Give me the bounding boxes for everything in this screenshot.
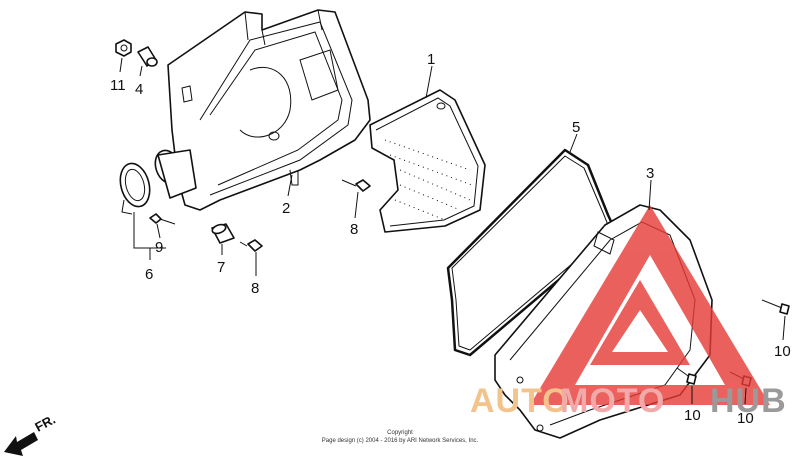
callout-8-upper: 8 bbox=[350, 221, 358, 238]
collar-7 bbox=[211, 223, 235, 244]
callout-2: 2 bbox=[282, 200, 290, 217]
intake-duct bbox=[119, 149, 197, 215]
callout-6: 6 bbox=[145, 266, 153, 283]
leader-lines bbox=[119, 57, 786, 405]
filter-element bbox=[369, 89, 486, 233]
bolt-9 bbox=[149, 213, 176, 225]
air-cleaner-case bbox=[167, 9, 371, 211]
bolt-8-upper bbox=[341, 179, 371, 192]
watermark-text-auto: AUTO bbox=[470, 382, 570, 420]
callout-7: 7 bbox=[217, 259, 225, 276]
watermark-text-moto: MOTO bbox=[560, 382, 665, 420]
copyright-line-1: Copyright bbox=[387, 430, 413, 436]
screw-10-left bbox=[676, 367, 697, 385]
nut-11 bbox=[115, 39, 132, 57]
front-direction-label: FR. bbox=[32, 412, 58, 435]
callout-10-left: 10 bbox=[684, 407, 701, 424]
callout-1: 1 bbox=[427, 51, 435, 68]
front-direction-arrow bbox=[4, 432, 38, 456]
callout-8-lower: 8 bbox=[251, 280, 259, 297]
bolt-8-lower bbox=[239, 239, 263, 252]
callout-10-right: 10 bbox=[774, 343, 791, 360]
grommet-4 bbox=[137, 46, 158, 67]
callout-9: 9 bbox=[155, 239, 163, 256]
callout-5: 5 bbox=[572, 119, 580, 136]
screw-10-right bbox=[761, 299, 790, 315]
callout-3: 3 bbox=[646, 165, 654, 182]
callout-10-mid: 10 bbox=[737, 410, 754, 427]
watermark-text-hub: HUB bbox=[710, 382, 787, 420]
watermark-logo bbox=[530, 205, 770, 405]
callout-4: 4 bbox=[135, 81, 143, 98]
callout-11: 11 bbox=[110, 77, 126, 94]
copyright-line-2: Page design (c) 2004 - 2016 by ARI Netwo… bbox=[322, 438, 479, 444]
